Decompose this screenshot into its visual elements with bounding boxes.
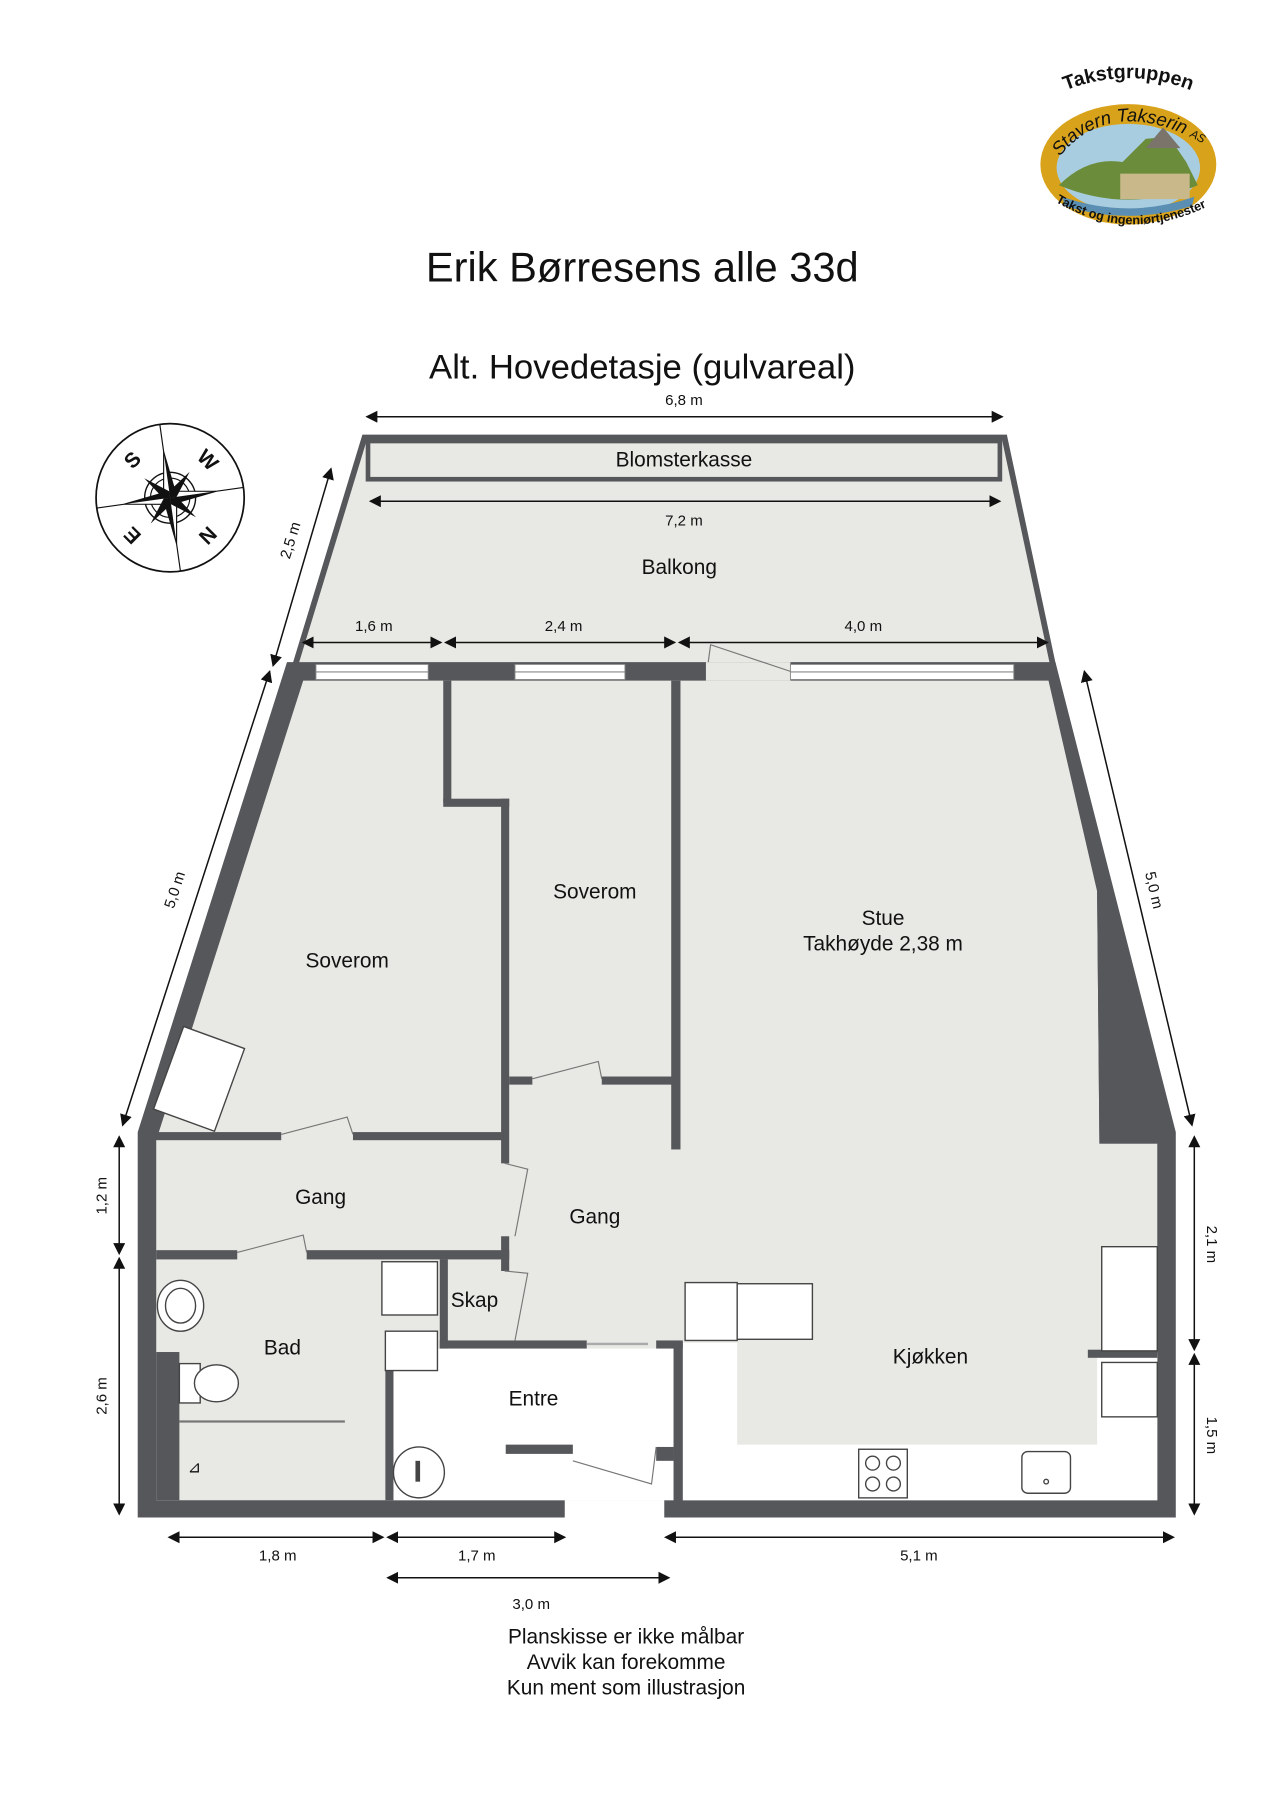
- room-label-skap: Skap: [451, 1289, 498, 1312]
- dark-wall-block: [1097, 891, 1158, 1144]
- fridge: [1101, 1245, 1158, 1352]
- disclaimer-line-2: Avvik kan forekomme: [527, 1651, 726, 1674]
- kitchen-island: [736, 1283, 814, 1340]
- compass-rose: S W N E: [95, 422, 246, 573]
- dim-left-upper: 1,2 m: [93, 1177, 110, 1215]
- dim-bottom-2: 1,7 m: [458, 1547, 496, 1564]
- dim-seg-3: 4,0 m: [845, 618, 883, 635]
- dim-balcony-inner: 7,2 m: [665, 513, 703, 530]
- dim-seg-1: 1,6 m: [355, 618, 393, 635]
- oven: [1101, 1361, 1158, 1418]
- room-label-entre: Entre: [509, 1387, 559, 1410]
- dim-bottom-1: 1,8 m: [259, 1547, 297, 1564]
- disclaimer-line-3: Kun ment som illustrasjon: [507, 1677, 745, 1700]
- room-label-blomsterkasse: Blomsterkasse: [616, 448, 753, 471]
- room-label-soverom-mid: Soverom: [553, 880, 636, 903]
- room-label-gang-left: Gang: [295, 1186, 346, 1209]
- floor-drain-icon: ⊿: [188, 1458, 202, 1476]
- dim-bottom-3: 5,1 m: [900, 1547, 938, 1564]
- toilet: [178, 1362, 240, 1404]
- windows: [315, 662, 1015, 681]
- kitchen-sink: [1021, 1450, 1072, 1494]
- room-label-balkong: Balkong: [642, 556, 717, 579]
- page-subtitle: Alt. Hovedetasje (gulvareal): [429, 349, 855, 387]
- dim-balcony-top: 6,8 m: [665, 392, 703, 409]
- kitchen-appliance: [684, 1281, 738, 1342]
- dimension-lines: [113, 410, 1201, 1584]
- room-label-gang-mid: Gang: [569, 1206, 620, 1229]
- room-label-soverom-left: Soverom: [306, 950, 389, 973]
- company-logo: Takstgruppen Stavern Takserin AS Takst o…: [1040, 61, 1217, 227]
- cabinet-2: [384, 1330, 439, 1372]
- disclaimer-line-1: Planskisse er ikke målbar: [508, 1626, 744, 1649]
- dim-seg-2: 2,4 m: [545, 618, 583, 635]
- room-label-kjokken: Kjøkken: [893, 1346, 968, 1369]
- dim-balcony-side: 2,5 m: [277, 520, 304, 561]
- page-title: Erik Børresens alle 33d: [426, 243, 859, 290]
- dim-left-lower: 2,6 m: [93, 1377, 110, 1415]
- interior-walls: [156, 680, 1158, 1517]
- cabinet-1: [381, 1261, 439, 1316]
- dim-right-upper: 2,1 m: [1203, 1226, 1220, 1264]
- dim-right-side: 5,0 m: [1141, 870, 1166, 910]
- logo-top-text: Takstgruppen: [1060, 61, 1197, 95]
- water-heater: [392, 1446, 446, 1499]
- dim-bottom-total: 3,0 m: [512, 1596, 550, 1613]
- dim-left-side: 5,0 m: [161, 869, 189, 910]
- room-label-bad: Bad: [264, 1336, 301, 1359]
- flower-box: [365, 438, 1003, 482]
- dim-right-lower: 1,5 m: [1203, 1417, 1220, 1455]
- bathroom-sink: [156, 1279, 205, 1332]
- room-label-stue-height: Takhøyde 2,38 m: [803, 932, 963, 955]
- stove: [858, 1448, 908, 1499]
- svg-text:Takstgruppen: Takstgruppen: [1060, 61, 1197, 95]
- room-label-stue: Stue: [862, 907, 905, 930]
